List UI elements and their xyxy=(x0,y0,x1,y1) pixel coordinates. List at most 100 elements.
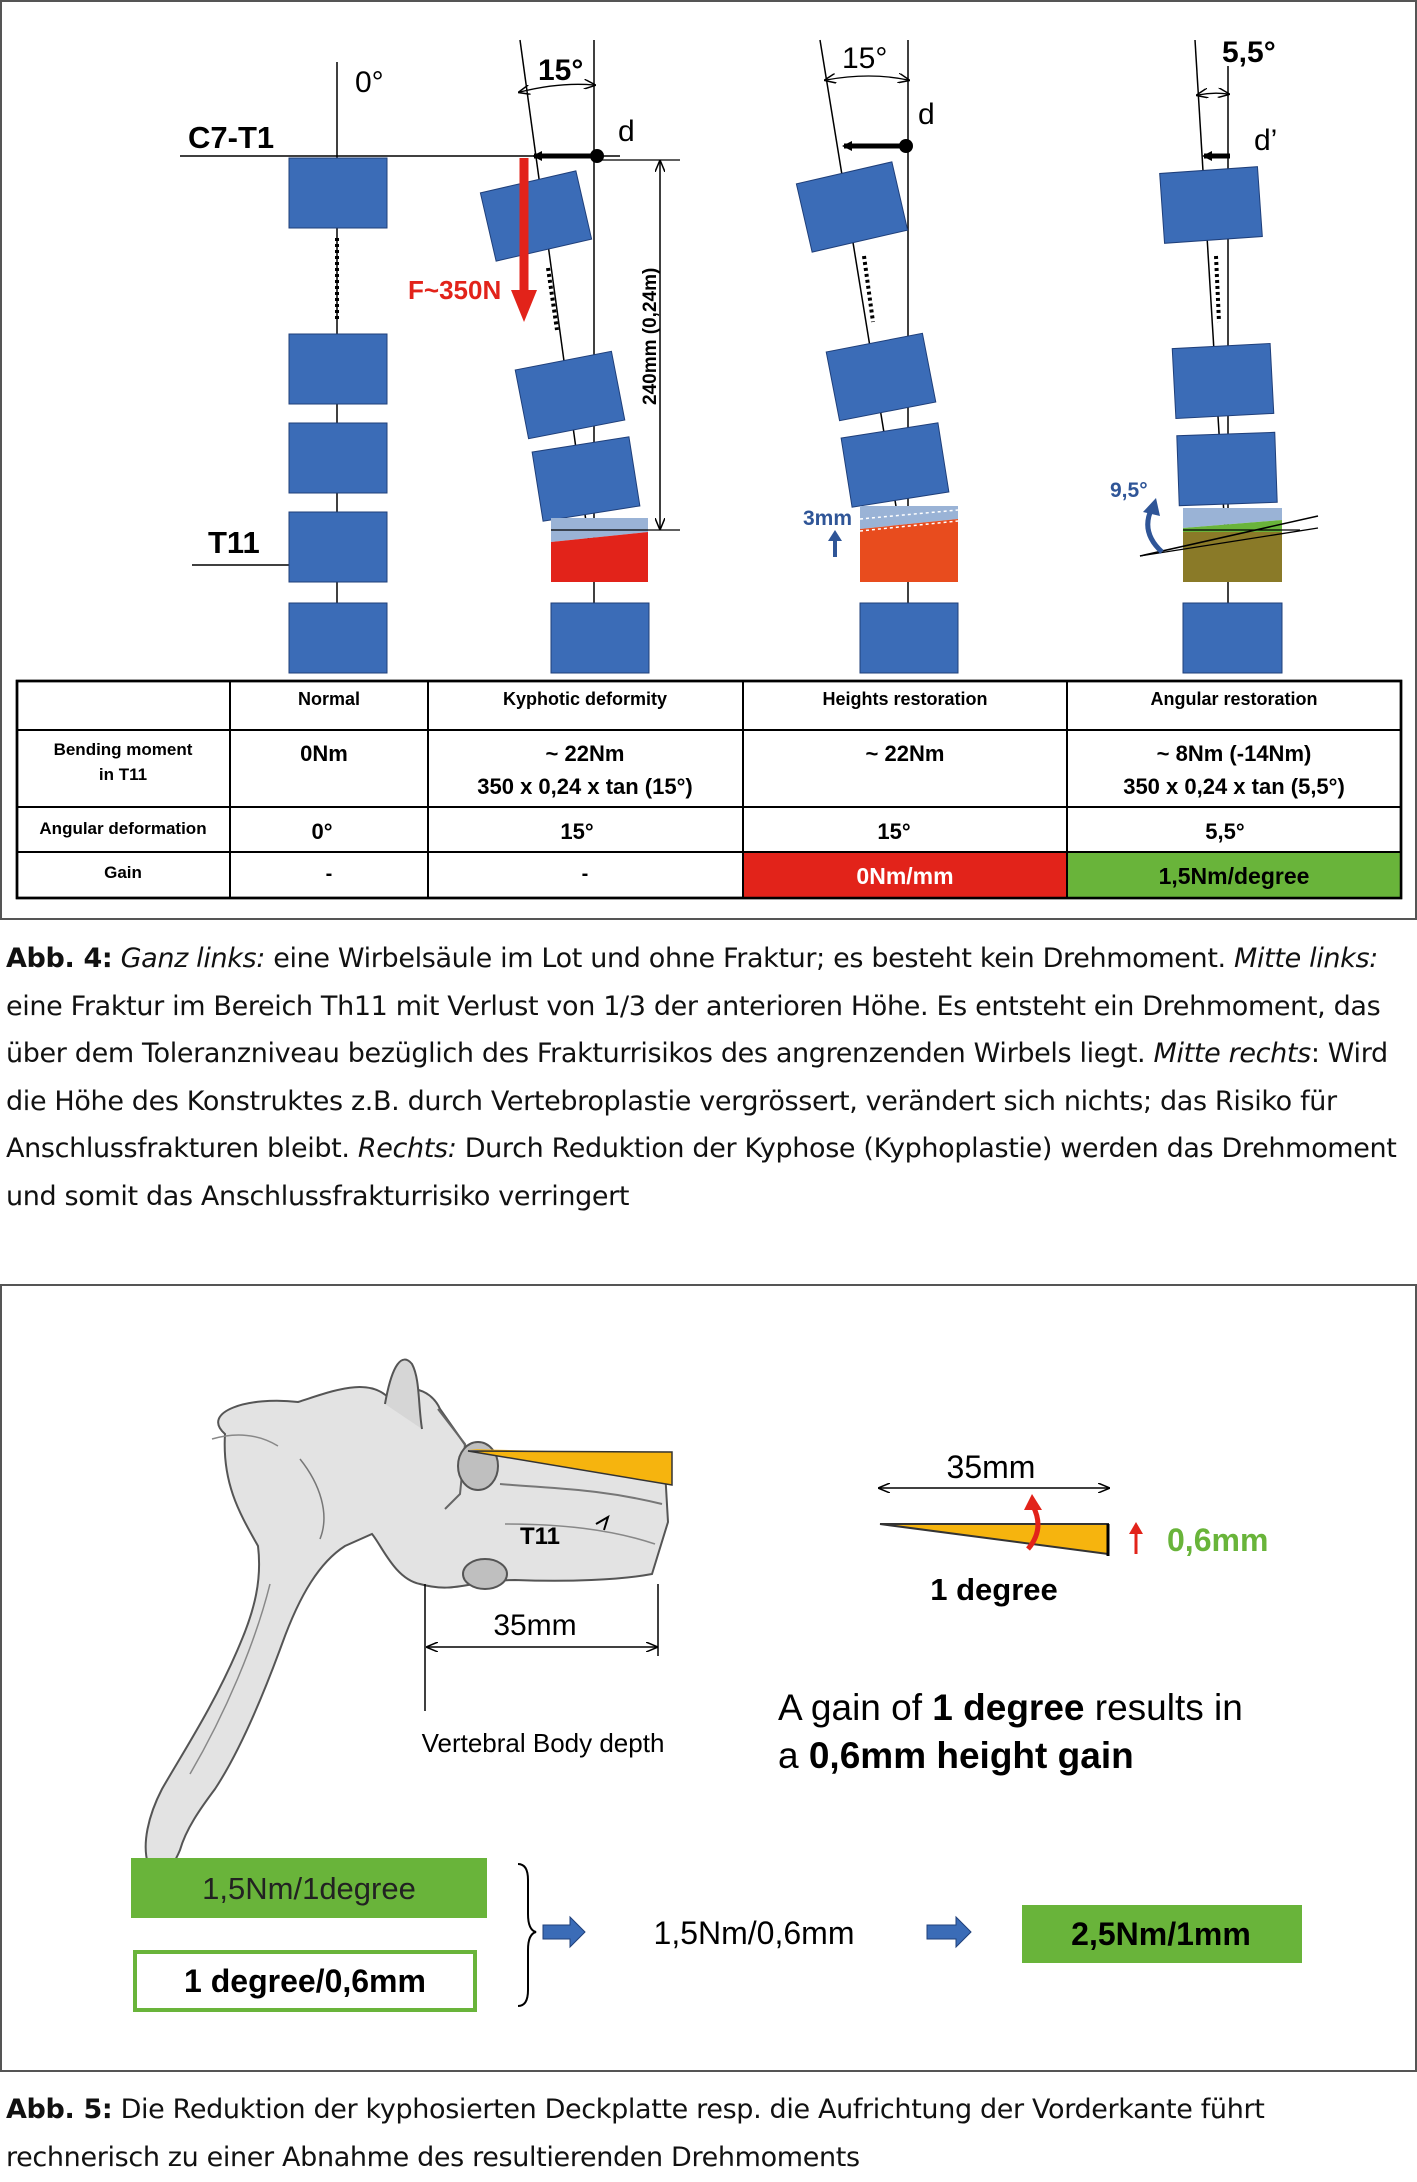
bending-height: ~ 22Nm xyxy=(866,741,945,766)
caption-emphasis: Mitte rechts xyxy=(1153,1038,1312,1069)
angular-kyphotic: 15° xyxy=(560,819,593,844)
wedge-mm: 35mm xyxy=(947,1449,1036,1485)
row-label-bending-2: in T11 xyxy=(99,765,147,784)
gain-angular: 1,5Nm/degree xyxy=(1159,863,1310,889)
angular-height: 15° xyxy=(877,819,910,844)
height-gain-label: 3mm xyxy=(803,507,852,530)
figure-4: 0° C7-T1 T11 15° d F~350N 240mm (0,24m) xyxy=(0,0,1417,920)
header-angular: Angular restoration xyxy=(1150,689,1317,709)
caption-figure-5: Abb. 5: Die Reduktion der kyphosierten D… xyxy=(6,2086,1406,2181)
caption-label: Abb. 5: xyxy=(6,2094,113,2125)
distance-label: 240mm (0,24m) xyxy=(640,268,661,405)
header-height: Heights restoration xyxy=(822,689,987,709)
caption-emphasis: Mitte links: xyxy=(1234,943,1378,974)
caption-text: eine Wirbelsäule im Lot und ohne Fraktur… xyxy=(264,943,1235,974)
panel-normal: 0° C7-T1 T11 xyxy=(180,62,620,674)
result-text: 2,5Nm/1mm xyxy=(1071,1916,1251,1952)
vertebra xyxy=(288,602,388,674)
caption-text: eine Fraktur im Bereich Th11 mit Verlust… xyxy=(6,990,1381,1070)
arrow-up-icon xyxy=(1129,1522,1143,1534)
angular-angular: 5,5° xyxy=(1205,819,1244,844)
box-green xyxy=(131,1858,487,1918)
gain-kyphotic: - xyxy=(582,863,589,885)
gain-height-cell xyxy=(743,852,1067,898)
figure-5: T11 35mm Vertebral Body depth 35mm 1 deg… xyxy=(0,1284,1417,2072)
gain-height: 0Nm/mm xyxy=(856,863,953,889)
caption-text: Die Reduktion der kyphosierten Deckplatt… xyxy=(6,2094,1265,2173)
spine-dots xyxy=(546,267,559,331)
spine-dots xyxy=(1214,255,1221,323)
vertebra xyxy=(1171,342,1275,420)
vertebra xyxy=(1176,431,1278,507)
summary-table: Normal Kyphotic deformity Heights restor… xyxy=(15,679,1403,900)
caption-emphasis: Rechts: xyxy=(357,1133,457,1164)
gain-angular-cell xyxy=(1067,852,1401,898)
angle-kyphotic: 15° xyxy=(538,54,583,87)
angle-height: 15° xyxy=(842,42,887,75)
caption-text: Durch Reduktion der Kyphose (Kyphoplasti… xyxy=(6,1133,1397,1212)
bending-kyphotic-1: ~ 22Nm xyxy=(546,741,625,766)
t11-label: T11 xyxy=(520,1523,560,1550)
row-label-gain: Gain xyxy=(104,863,142,882)
vertebra xyxy=(859,602,959,674)
vertebra xyxy=(288,422,388,494)
brace xyxy=(517,1863,537,2007)
vertebra-illustration xyxy=(144,1358,673,1876)
angle-gain-label: 9,5° xyxy=(1110,479,1148,502)
vertebra xyxy=(288,333,388,405)
bending-angular-2: 350 x 0,24 x tan (5,5°) xyxy=(1123,774,1345,799)
box-green-text: 1,5Nm/1degree xyxy=(202,1871,416,1906)
vertebra xyxy=(1159,166,1263,244)
vertebra xyxy=(795,161,909,253)
vertebra xyxy=(550,602,650,674)
arrow-right-icon xyxy=(926,1915,972,1949)
arrow-right-icon xyxy=(542,1915,586,1949)
restored-vertebra xyxy=(1183,532,1282,582)
curved-arrow-icon xyxy=(1024,1494,1042,1510)
arrow-up-icon xyxy=(828,530,842,541)
rotate-arrow-icon xyxy=(1143,498,1160,516)
restored-vertebra xyxy=(860,519,958,582)
caption-emphasis: Ganz links: xyxy=(120,943,266,974)
panel-height-restoration: 15° d 3mm xyxy=(795,39,959,674)
vertebra xyxy=(514,350,626,440)
vertebra-c7 xyxy=(288,157,388,229)
bending-normal: 0Nm xyxy=(300,741,348,766)
force-label: F~350N xyxy=(408,275,501,305)
angular-normal: 0° xyxy=(311,819,332,844)
vertebra xyxy=(825,332,937,422)
row-label-angular: Angular deformation xyxy=(39,819,206,838)
bending-kyphotic-2: 350 x 0,24 x tan (15°) xyxy=(477,774,692,799)
vertebra-t11 xyxy=(288,511,388,583)
middle-value: 1,5Nm/0,6mm xyxy=(654,1915,855,1951)
depth-caption: Vertebral Body depth xyxy=(422,1728,665,1758)
panel-angular-restoration: 5,5° d’ 9,5° xyxy=(1110,36,1319,674)
depth-mm: 35mm xyxy=(493,1609,576,1642)
angle-angular: 5,5° xyxy=(1222,36,1276,69)
c7-t1-label: C7-T1 xyxy=(188,120,274,155)
header-kyphotic: Kyphotic deformity xyxy=(503,689,667,709)
caption-label: Abb. 4: xyxy=(6,943,113,974)
gain-statement-line1: A gain of 1 degree results in xyxy=(778,1687,1243,1728)
wedge-degree: 1 degree xyxy=(930,1572,1058,1607)
caption-figure-4: Abb. 4: Ganz links: eine Wirbelsäule im … xyxy=(6,935,1406,1220)
vertebra xyxy=(1182,602,1283,674)
gain-normal: - xyxy=(326,863,333,885)
box-outline xyxy=(133,1950,477,2012)
wedge-on-vertebra xyxy=(467,1450,673,1486)
bending-angular-1: ~ 8Nm (-14Nm) xyxy=(1157,741,1312,766)
spine-dots xyxy=(862,255,875,323)
vertebra xyxy=(840,422,950,508)
result-box xyxy=(1022,1905,1302,1963)
d-kyphotic: d xyxy=(618,115,635,148)
caption-text: : Wird die Höhe des Konstruktes z.B. dur… xyxy=(6,1038,1388,1164)
fractured-vertebra xyxy=(551,532,648,582)
row-label-bending-1: Bending moment xyxy=(54,740,193,759)
vertebra xyxy=(531,436,641,522)
d-height: d xyxy=(918,98,935,131)
gain-statement-line2: a 0,6mm height gain xyxy=(778,1735,1134,1776)
angle-normal: 0° xyxy=(355,66,384,99)
panel-kyphotic: 15° d F~350N 240mm (0,24m) xyxy=(408,39,680,674)
header-normal: Normal xyxy=(298,689,360,709)
t11-label: T11 xyxy=(208,525,260,560)
